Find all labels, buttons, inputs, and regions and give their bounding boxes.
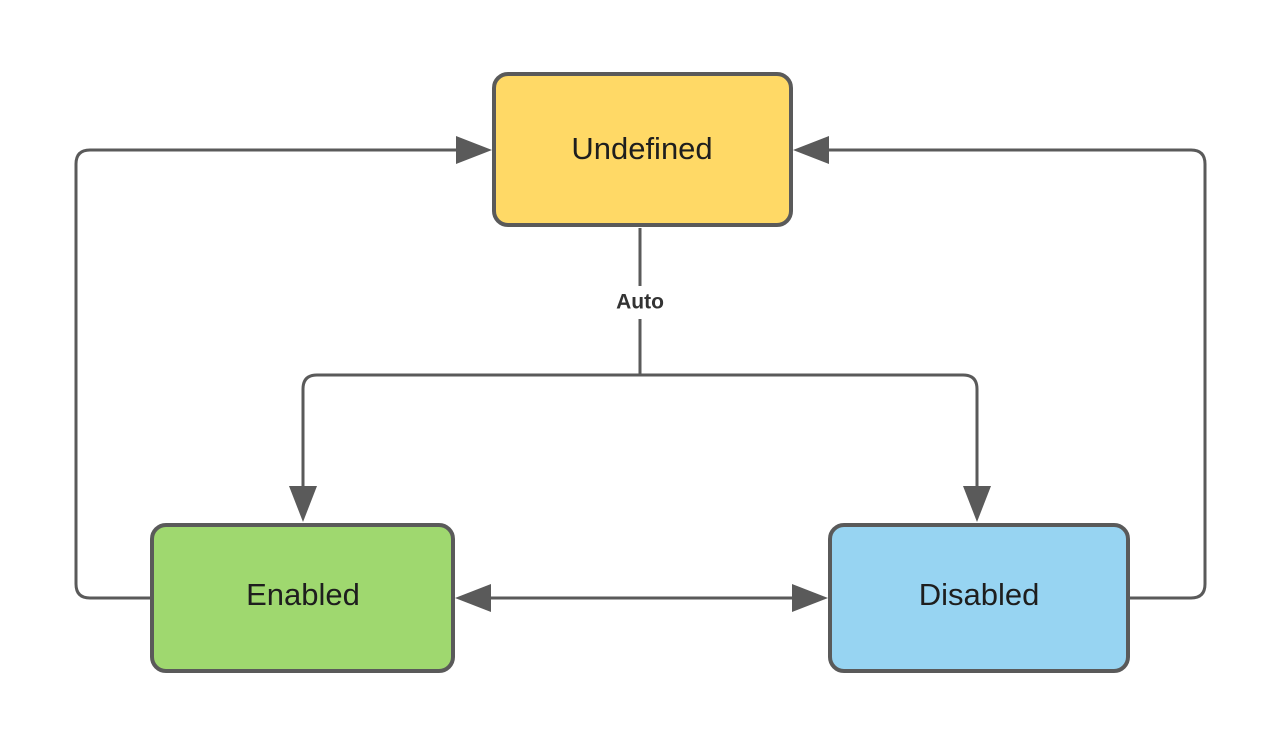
edge-undefined-to-enabled[interactable] — [289, 373, 640, 522]
edge-undefined-to-enabled-path — [301, 373, 640, 492]
edge-enabled-disabled-bidirectional[interactable] — [455, 584, 828, 612]
edge-disabled-to-undefined[interactable] — [793, 136, 1207, 600]
edge-enabled-to-undefined-arrowhead — [456, 136, 492, 164]
node-disabled[interactable]: Disabled — [828, 523, 1130, 673]
node-disabled-box — [828, 523, 1130, 673]
edge-undefined-to-disabled[interactable] — [640, 373, 991, 522]
edge-enabled-to-undefined-path — [74, 148, 462, 600]
edge-enabled-disabled-arrowhead-right — [792, 584, 828, 612]
edge-enabled-disabled-arrowhead-left — [455, 584, 491, 612]
edge-undefined-to-disabled-arrowhead — [963, 486, 991, 522]
node-enabled[interactable]: Enabled — [150, 523, 455, 673]
node-enabled-box — [150, 523, 455, 673]
edge-label-auto-background — [598, 286, 682, 319]
edge-label-layer: Auto — [598, 286, 682, 319]
edge-disabled-to-undefined-path — [823, 148, 1207, 600]
node-undefined-box — [492, 72, 793, 227]
edge-undefined-to-enabled-arrowhead — [289, 486, 317, 522]
node-undefined[interactable]: Undefined — [492, 72, 793, 227]
edge-disabled-to-undefined-arrowhead — [793, 136, 829, 164]
edge-undefined-to-disabled-path — [640, 373, 979, 492]
edge-enabled-to-undefined[interactable] — [74, 136, 492, 600]
